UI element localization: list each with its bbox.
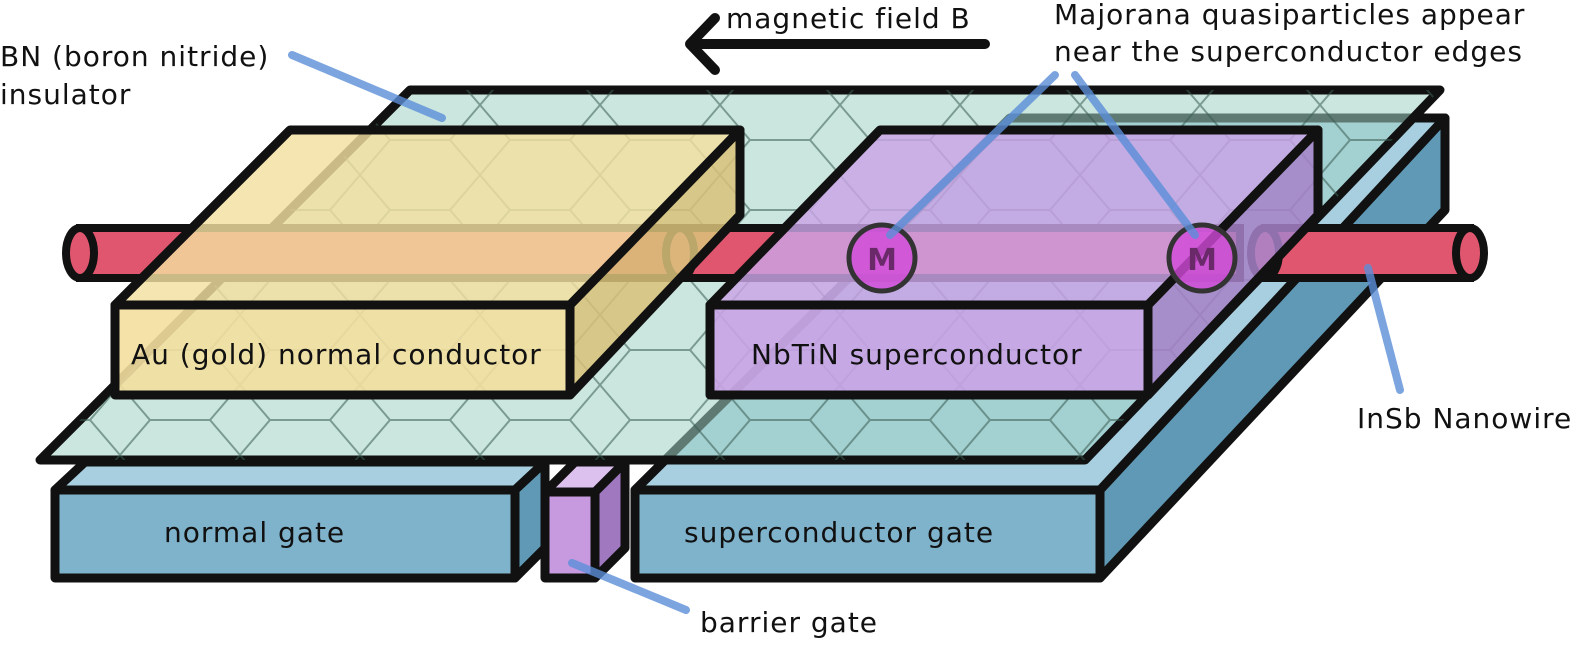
barrier-gate-label: barrier gate: [700, 606, 878, 639]
barrier-pointer-line: [568, 559, 690, 614]
bn-insulator-label-line1: BN (boron nitride): [0, 40, 269, 73]
majorana-pointer-right: [1071, 71, 1199, 239]
magnetic-field-label: magnetic field B: [726, 2, 971, 35]
superconductor-gate-label: superconductor gate: [684, 516, 994, 549]
bn-insulator-label-line2: insulator: [0, 78, 131, 111]
majorana-label-line2: near the superconductor edges: [1054, 35, 1523, 68]
nanowire-label: InSb Nanowire: [1357, 402, 1572, 435]
bn-pointer-line: [288, 51, 446, 122]
nanowire-pointer-line: [1364, 264, 1404, 394]
pointer-lines: [288, 51, 1404, 614]
majorana-symbol-left: M: [867, 243, 897, 278]
majorana-marker-left: M: [846, 222, 918, 294]
majorana-marker-right: M: [1166, 222, 1238, 294]
gold-conductor-label: Au (gold) normal conductor: [131, 338, 542, 371]
majorana-symbol-right: M: [1187, 243, 1217, 278]
majorana-pointer-left: [886, 71, 1059, 239]
majorana-label-line1: Majorana quasiparticles appear: [1054, 0, 1525, 31]
normal-gate-label: normal gate: [164, 516, 345, 549]
superconductor-label: NbTiN superconductor: [751, 338, 1083, 371]
gold-normal-conductor: [110, 125, 745, 400]
barrier-gate: [540, 457, 630, 583]
magnetic-field-arrow: [685, 13, 990, 75]
